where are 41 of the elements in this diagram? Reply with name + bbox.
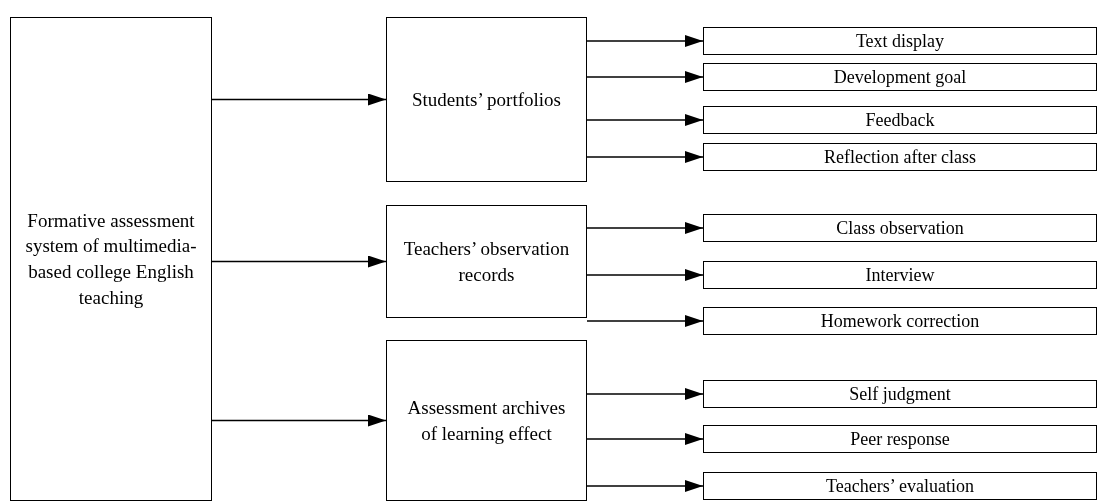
item-box: [703, 472, 1097, 500]
arrow: [586, 315, 704, 327]
box-label: Assessment archives of learning effect: [406, 395, 567, 446]
item-box: [703, 214, 1097, 242]
item-box: [703, 307, 1097, 335]
category-box: [10, 17, 212, 501]
arrow: [586, 71, 704, 83]
box-label: Peer response: [850, 430, 950, 448]
item-box: [703, 143, 1097, 171]
item-box: [703, 106, 1097, 134]
arrow: [586, 114, 704, 126]
box-label: Interview: [865, 266, 935, 284]
box-label: Reflection after class: [824, 148, 976, 166]
arrow: [586, 388, 704, 400]
box-label: Teachers’ evaluation: [826, 477, 974, 495]
arrow: [211, 93, 387, 106]
arrow: [586, 222, 704, 234]
box-label: Development goal: [833, 68, 967, 86]
box-label: Feedback: [865, 111, 935, 129]
item-box: [703, 27, 1097, 55]
category-box: [386, 205, 587, 318]
item-box: [703, 425, 1097, 453]
arrow: [586, 433, 704, 445]
arrow: [586, 151, 704, 163]
box-label: Text display: [855, 32, 945, 50]
arrow: [586, 35, 704, 47]
box-label: Formative assessment system of multimedia-based college English teaching: [24, 208, 198, 310]
arrow: [586, 269, 704, 281]
arrow: [586, 480, 704, 492]
arrow: [211, 255, 387, 268]
category-box: [386, 17, 587, 182]
category-box: [386, 340, 587, 501]
item-box: [703, 380, 1097, 408]
box-label: Teachers’ observation records: [402, 236, 571, 287]
item-box: [703, 261, 1097, 289]
box-label: Students’ portfolios: [412, 87, 561, 112]
box-label: Self judgment: [849, 385, 951, 403]
arrow: [211, 414, 387, 427]
box-label: Homework correction: [820, 312, 980, 330]
item-box: [703, 63, 1097, 91]
box-label: Class observation: [836, 219, 964, 237]
